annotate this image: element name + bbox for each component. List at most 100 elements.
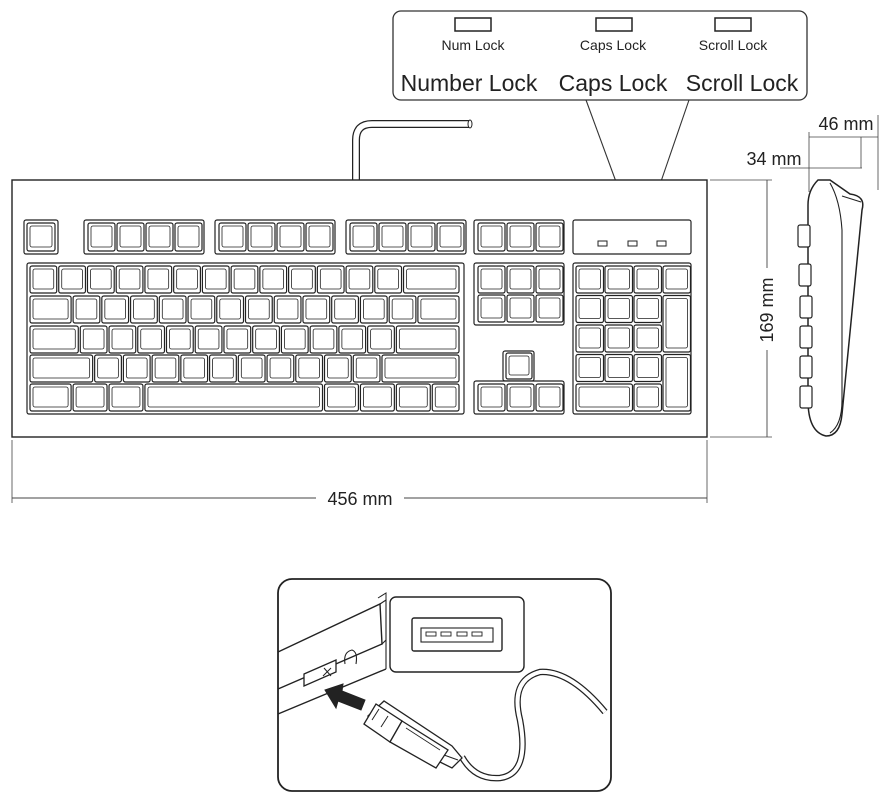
insert-arrow-icon bbox=[324, 683, 366, 711]
keycap bbox=[129, 295, 158, 324]
num-lock-short-label: Num Lock bbox=[441, 37, 505, 53]
keycap bbox=[662, 353, 692, 412]
keycap bbox=[115, 265, 144, 294]
depth-front-label: 34 mm bbox=[746, 149, 801, 169]
keycap bbox=[395, 383, 431, 412]
scroll-lock-indicator-led bbox=[656, 240, 667, 247]
keycap bbox=[359, 383, 395, 412]
keycap bbox=[367, 325, 395, 354]
keycap bbox=[575, 353, 605, 383]
keycap bbox=[345, 265, 374, 294]
indicator-panel bbox=[572, 219, 692, 255]
keycap bbox=[407, 222, 436, 252]
keycap bbox=[535, 222, 564, 252]
keycap bbox=[29, 295, 72, 324]
keycap bbox=[477, 383, 506, 412]
keycap bbox=[604, 324, 634, 353]
keycap bbox=[29, 354, 94, 383]
keycap bbox=[266, 354, 295, 383]
keycap bbox=[349, 222, 378, 252]
keycap bbox=[535, 383, 564, 412]
keycap bbox=[633, 324, 663, 353]
keycap bbox=[359, 295, 388, 324]
keycap bbox=[87, 222, 116, 252]
keycap bbox=[378, 222, 407, 252]
keycap bbox=[244, 295, 273, 324]
scroll-lock-short-label: Scroll Lock bbox=[699, 37, 768, 53]
keycap bbox=[273, 295, 302, 324]
caps-lock-indicator-led bbox=[627, 240, 638, 247]
keycap bbox=[316, 265, 345, 294]
keycap bbox=[323, 354, 352, 383]
keycap bbox=[436, 222, 465, 252]
keycap bbox=[302, 295, 331, 324]
keycap bbox=[506, 265, 535, 294]
keycap bbox=[218, 222, 247, 252]
num-lock-indicator-led bbox=[597, 240, 608, 247]
keycap bbox=[295, 354, 324, 383]
number-lock-long-label: Number Lock bbox=[401, 70, 538, 96]
keycap bbox=[137, 325, 166, 354]
keycap bbox=[94, 354, 122, 383]
keycap bbox=[477, 265, 506, 294]
keycap bbox=[223, 325, 252, 354]
usb-connection-illustration bbox=[277, 578, 612, 792]
keycap bbox=[72, 295, 101, 324]
height-dimension: 169 mm bbox=[710, 179, 777, 438]
keycap bbox=[604, 294, 634, 324]
keycap bbox=[395, 325, 460, 354]
keycap bbox=[505, 352, 533, 380]
keyboard-side-profile: 46 mm 34 mm bbox=[746, 114, 879, 437]
keycap bbox=[323, 383, 360, 412]
keycap bbox=[575, 294, 605, 324]
num-lock-led-icon bbox=[454, 17, 492, 32]
keycap bbox=[144, 383, 324, 412]
indicator-callout: Num Lock Caps Lock Scroll Lock Number Lo… bbox=[392, 10, 808, 229]
scroll-lock-long-label: Scroll Lock bbox=[686, 70, 799, 96]
keycap bbox=[252, 325, 281, 354]
keycap bbox=[101, 295, 130, 324]
keycap bbox=[108, 383, 144, 412]
scroll-lock-led-icon bbox=[714, 17, 752, 32]
keycap bbox=[201, 265, 230, 294]
keycap bbox=[173, 265, 202, 294]
width-dimension-label: 456 mm bbox=[327, 489, 392, 509]
height-dimension-label: 169 mm bbox=[757, 277, 777, 342]
keycap bbox=[338, 325, 367, 354]
keycap bbox=[58, 265, 87, 294]
caps-lock-led-icon bbox=[595, 17, 633, 32]
keycap bbox=[237, 354, 266, 383]
keycap bbox=[477, 294, 506, 323]
keycap bbox=[662, 294, 692, 353]
keycap bbox=[331, 295, 360, 324]
keycap bbox=[374, 265, 403, 294]
usb-port bbox=[303, 659, 337, 687]
keycap bbox=[151, 354, 180, 383]
keycap bbox=[230, 265, 259, 294]
keycap bbox=[575, 265, 605, 294]
keycap bbox=[604, 265, 634, 294]
caps-lock-short-label: Caps Lock bbox=[580, 37, 647, 53]
width-dimension: 456 mm bbox=[11, 440, 708, 509]
depth-top-label: 46 mm bbox=[818, 114, 873, 134]
keycap bbox=[108, 325, 137, 354]
keycap bbox=[72, 383, 108, 412]
keycap bbox=[29, 265, 58, 294]
keycap bbox=[26, 222, 56, 252]
keycap bbox=[29, 383, 72, 412]
keycap bbox=[144, 265, 173, 294]
keycap bbox=[116, 222, 145, 252]
keycap bbox=[604, 353, 634, 383]
keycap bbox=[276, 222, 305, 252]
keycap bbox=[388, 295, 417, 324]
keycap bbox=[431, 383, 460, 412]
keycap bbox=[535, 294, 564, 323]
keycap bbox=[305, 222, 334, 252]
keycap bbox=[158, 295, 187, 324]
keycap bbox=[165, 325, 194, 354]
keycap bbox=[575, 383, 634, 412]
keycap bbox=[633, 294, 663, 324]
caps-lock-long-label: Caps Lock bbox=[559, 70, 668, 96]
keycap bbox=[633, 265, 663, 294]
keycap bbox=[402, 265, 460, 294]
